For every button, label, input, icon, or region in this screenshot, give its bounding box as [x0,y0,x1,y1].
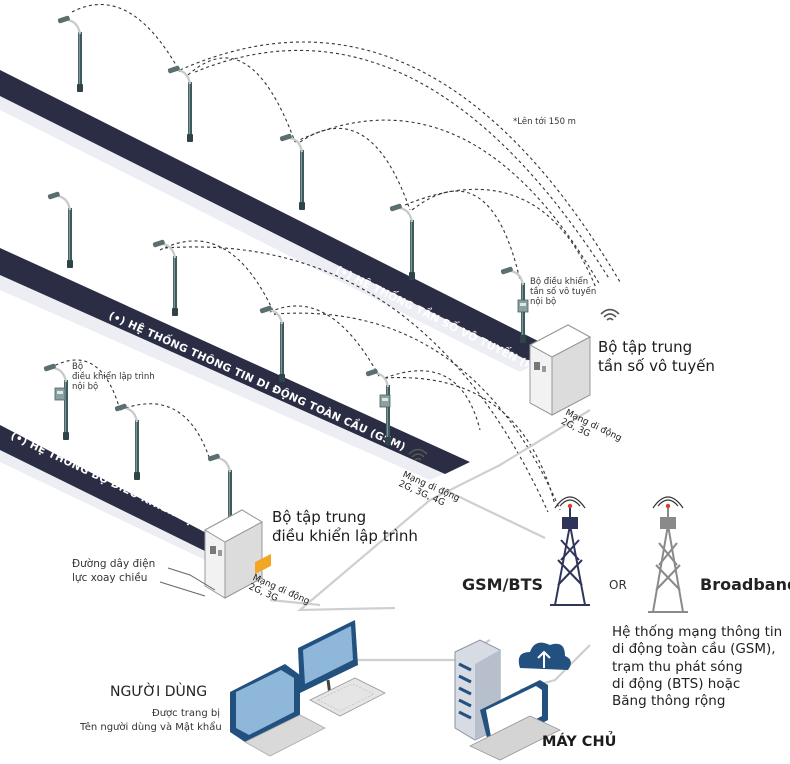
user-subtitle-line-2: Tên người dùng và Mật khẩu [80,721,222,733]
tower-description: Hệ thống mạng thông tin di động toàn cầu… [612,624,782,710]
tower-icon [648,496,688,613]
wifi-icon [600,308,620,321]
user-title: NGƯỜI DÙNG [110,684,208,700]
plc-ctrl-line-2: điều khiển lập trình [72,372,155,383]
power-line-line-1: Đường dây điện [72,558,156,570]
laptop-icon [469,680,561,761]
hub-cabinet-icon [528,324,592,416]
gsm-mesh-arcs [159,240,561,513]
rf-hub-line-1: Bộ tập trung [598,338,693,356]
cloud-icon [518,642,571,670]
user-subtitle: Được trang bị Tên người dùng và Mật khẩu [80,707,222,734]
controller-box-icon [379,394,391,408]
streetlight-icon [151,238,180,318]
rf-ctrl-line-1: Bộ điều khiển [530,277,589,287]
tower-desc-line-3: trạm thu phát sóng [612,658,743,675]
tower-desc-line-4: di động (BTS) hoặc [612,675,741,692]
range-note: *Lên tới 150 m [513,117,576,127]
tower-desc-line-5: Băng thông rộng [612,693,726,710]
plc-internal-controller-label: Bộ điều khiển lập trình nội bộ [72,362,155,393]
plc-hub-title: Bộ tập trung điều khiển lập trình [272,508,418,546]
tower-icon [550,496,590,606]
rf-system-label: (•) HỆ THỐNG TẦN SỐ VÔ TUYẾN (RF) [334,261,548,378]
controller-box-icon [517,299,529,313]
power-line [159,567,216,597]
plc-mesh-arcs [49,359,211,461]
rf-mesh-arcs [71,3,621,289]
streetlight-icon [56,14,85,94]
or-label: OR [609,578,627,592]
streetlight-icon [42,362,71,442]
user-subtitle-line-1: Được trang bị [151,708,220,719]
broadband-label: Broadband [700,575,790,594]
streetlight-icon [113,402,142,482]
gsm-bts-label: GSM/BTS [462,575,544,594]
plc-hub-line-1: Bộ tập trung [272,508,367,526]
streetlight-icon [166,64,195,144]
rf-hub-line-2: tần số vô tuyến [598,356,715,375]
power-line-label: Đường dây điện lực xoay chiều [72,558,155,585]
plc-ctrl-line-1: Bộ [72,362,84,372]
rf-ctrl-line-3: nội bộ [530,297,557,308]
power-line-line-2: lực xoay chiều [72,571,148,584]
hub-cabinet-icon [203,509,264,599]
streetlight-icon [278,132,307,212]
desktop-icon [298,620,386,717]
tower-desc-line-2: di động toàn cầu (GSM), [612,641,776,658]
server-title: MÁY CHỦ [542,734,617,750]
laptop-icon [230,553,326,757]
controller-box-icon [54,387,66,401]
rf-internal-controller-label: Bộ điều khiển tần số vô tuyến nội bộ [530,277,596,308]
plc-ctrl-line-3: nội bộ [72,382,99,393]
streetlight-icon [46,190,75,270]
rf-hub-title: Bộ tập trung tần số vô tuyến [598,338,715,376]
tower-desc-line-1: Hệ thống mạng thông tin [612,624,783,640]
plc-hub-line-2: điều khiển lập trình [272,526,418,545]
rf-ctrl-line-2: tần số vô tuyến [530,287,597,298]
